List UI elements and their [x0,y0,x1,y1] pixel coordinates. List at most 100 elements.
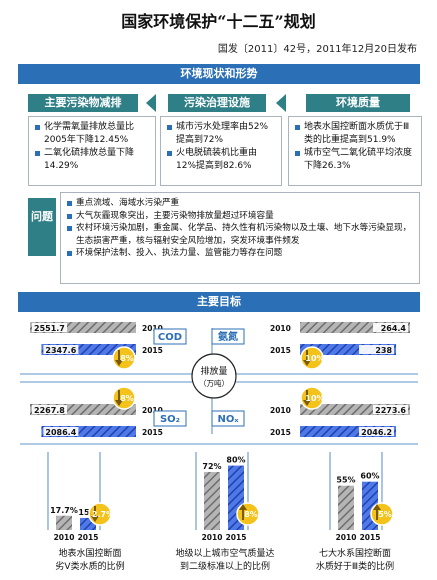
value-label-bg [43,345,79,354]
year-label: 2015 [78,533,99,542]
header-quality: 环境质量 [306,94,410,112]
year-label: 2015 [270,428,291,437]
year-label: 2010 [270,324,291,333]
value-label-bg [373,323,408,332]
value-label-bg [32,405,67,414]
list-item: 大气灰霾现象突出，主要污染物排放量超过环境容量 [67,210,413,223]
bar-2010 [30,404,136,415]
list-item: 城市空气二氧化硫平均浓度下降26.3% [295,147,415,173]
pollutant-tag [153,410,187,427]
arrow-left-icon [276,94,286,112]
list-item: 火电脱硫装机比重由12%提高到82.6% [167,147,275,173]
quad-change-label: 8% [120,354,134,363]
page-subtitle: 国发〔2011〕42号，2011年12月20日发布 [217,44,417,55]
year-label: 2015 [226,533,247,542]
center-circle [191,353,237,399]
problems-label-text: 问题 [31,210,53,223]
pollutant-tag [211,328,245,345]
caption-line: 地表水国控断面 [58,549,122,559]
quad-change-label: 10% [305,354,324,363]
bar-2010 [56,515,72,530]
group-change-label: 5% [378,510,392,519]
value-label-bg [32,323,67,332]
quad-change-label: 8% [120,394,134,403]
pollutant-name: COD [158,332,182,343]
status-banner: 环境现状和形势 [18,64,420,84]
arrow-up-icon [373,504,381,520]
value-label-bg [359,345,395,354]
caption-air: 地级以上城市空气质量达 到二级标准以上的比例 [160,548,290,574]
value-label: 2273.6 [375,406,406,415]
facilities-box: 城市污水处理率由52%提高到72% 火电脱硫装机比重由12%提高到82.6% [160,116,282,186]
year-label: 2010 [270,406,291,415]
arrow-down-icon [115,390,123,406]
year-label: 2015 [270,346,291,355]
problems-box: 重点流域、海域水污染严重 大气灰霾现象突出，主要污染物排放量超过环境容量 农村环… [60,192,420,284]
year-label: 2015 [142,346,163,355]
value-label-bg [373,405,408,414]
arrow-down-icon [303,350,311,366]
bar-2015 [300,344,397,355]
list-item: 农村环境污染加剧，重金属、化学品、持久性有机污染物以及土壤、地下水等污染显现，生… [67,222,413,247]
value-label: 60% [360,472,379,481]
bar-2010 [30,322,136,333]
value-label: 2086.4 [45,428,76,437]
group-change-label: 8% [244,510,258,519]
group-change-label: 2.7% [92,510,114,519]
caption-line: 地级以上城市空气质量达 [175,549,275,559]
header-reduction: 主要污染物减排 [28,94,138,112]
value-label: 2267.8 [34,406,65,415]
list-item: 环境保护法制、投入、执法力量、监管能力等存在问题 [67,247,413,260]
value-label-bg [359,427,395,436]
list-item: 化学需氧量排放总量比2005年下降12.45% [35,121,149,147]
bar-2010 [300,404,410,415]
caption-line: 劣Ⅴ类水质的比例 [55,562,125,572]
value-label: 55% [336,476,355,485]
problems-label: 问题 [28,198,56,256]
list-item: 重点流域、海域水污染严重 [67,197,413,210]
year-label: 2010 [142,324,163,333]
goals-banner: 主要目标 [18,292,420,312]
caption-line: 七大水系国控断面 [318,549,391,559]
pollutant-name: NOₓ [218,414,240,425]
year-label: 2015 [360,533,381,542]
list-item: 二氧化硫排放总量下降14.29% [35,147,149,173]
arrow-down-icon [115,350,123,366]
year-label: 2010 [54,533,75,542]
page-title: 国家环境保护“十二五”规划 [121,12,316,31]
value-label: 264.4 [381,324,407,333]
list-item: 地表水国控断面水质优于Ⅲ类的比重提高到51.9% [295,121,415,147]
value-label: 80% [226,456,245,465]
bar-2015 [300,426,397,437]
center-unit: （万吨） [199,378,229,388]
header-facilities: 污染治理设施 [168,94,266,112]
quality-box: 地表水国控断面水质优于Ⅲ类的比重提高到51.9% 城市空气二氧化硫平均浓度下降2… [288,116,422,186]
bar-2015 [41,426,136,437]
reduction-box: 化学需氧量排放总量比2005年下降12.45% 二氧化硫排放总量下降14.29% [28,116,156,186]
pollutant-tag [211,410,245,427]
arrow-down-icon [91,506,99,522]
bar-2010 [338,485,354,530]
pollutant-name: SO₂ [160,414,180,425]
arrow-left-icon [146,94,156,112]
list-item: 城市污水处理率由52%提高到72% [167,121,275,147]
quad-change-label: 10% [305,394,324,403]
value-label: 72% [202,462,221,471]
caption-rivers: 七大水系国控断面 水质好于Ⅲ类的比例 [300,548,410,574]
value-label: 17.7% [50,506,78,515]
pollutant-name: 氨氮 [218,330,238,343]
caption-water: 地表水国控断面 劣Ⅴ类水质的比例 [30,548,150,574]
value-label: 2551.7 [34,324,65,333]
year-label: 2010 [336,533,357,542]
year-label: 2015 [142,428,163,437]
arrow-up-icon [239,504,247,520]
year-label: 2010 [142,406,163,415]
bar-2015 [41,344,137,355]
year-label: 2010 [202,533,223,542]
bar-2010 [300,322,410,333]
value-label-bg [43,427,79,436]
value-label: 238 [375,346,392,355]
bar-2010 [204,472,220,530]
pollutant-tag [153,328,187,345]
